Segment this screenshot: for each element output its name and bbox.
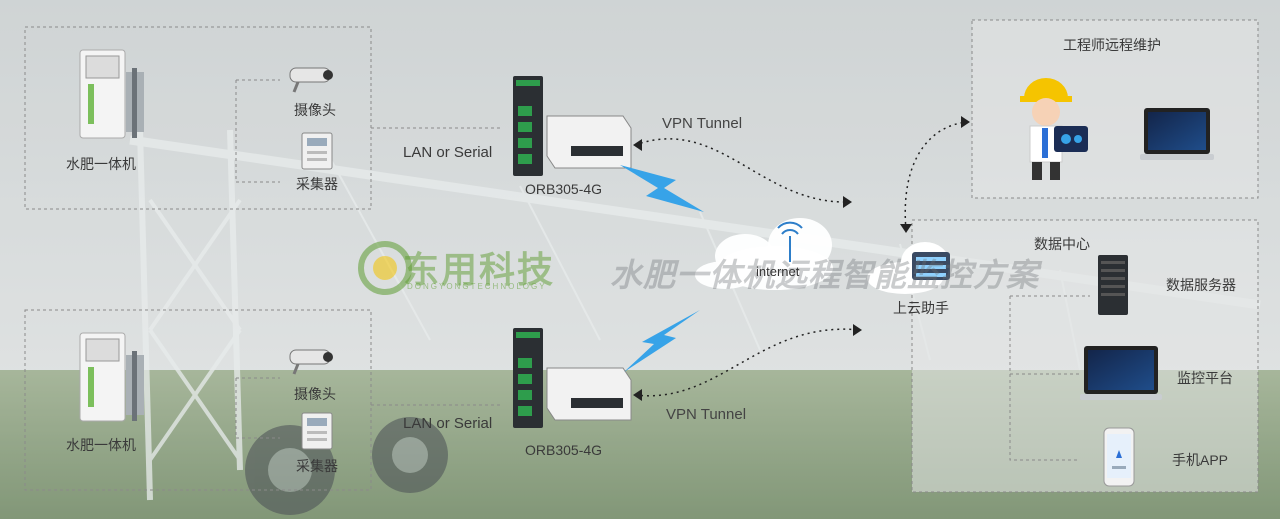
engineer-icon xyxy=(1020,78,1088,180)
camera-icon xyxy=(289,67,333,93)
router-label-top: ORB305-4G xyxy=(525,181,603,197)
camera-label-bottom: 摄像头 xyxy=(294,386,336,402)
fertigation-machine-icon xyxy=(79,49,144,139)
platform-label: 监控平台 xyxy=(1177,370,1233,386)
site-bottom-box xyxy=(24,309,372,491)
laptop-icon xyxy=(1140,108,1214,160)
engineer-box xyxy=(971,19,1259,199)
brand-logo-icon xyxy=(358,241,412,295)
collector-label-top: 采集器 xyxy=(296,176,338,192)
brand-watermark-en: DONGYONGTECHNOLOGY xyxy=(407,282,547,291)
wireless-signal-icon xyxy=(624,310,700,372)
slogan-watermark: 水肥一体机远程智能监控方案 xyxy=(610,257,1040,293)
router-label-bottom: ORB305-4G xyxy=(525,442,603,458)
phone-icon xyxy=(1103,427,1135,487)
collector-icon xyxy=(301,412,333,450)
internet-label: internet xyxy=(756,264,800,279)
server-icon xyxy=(1098,255,1128,315)
tunnel-label-bottom: VPN Tunnel xyxy=(666,406,747,423)
laptop-icon xyxy=(1080,346,1162,400)
app-label: 手机APP xyxy=(1172,452,1229,468)
router-icon xyxy=(513,328,632,428)
collector-icon xyxy=(301,132,333,170)
fertigation-machine-icon xyxy=(79,332,144,422)
machine-label-top: 水肥一体机 xyxy=(66,156,136,172)
datacenter-links xyxy=(1009,295,1090,461)
cloud-service-label: 上云助手 xyxy=(893,300,949,316)
router-icon xyxy=(513,76,632,176)
cloud-icon xyxy=(695,218,833,290)
link-label-top: LAN or Serial xyxy=(403,144,493,161)
antenna-icon xyxy=(777,221,803,262)
wireless-signal-icon xyxy=(620,165,704,212)
machine-label-bottom: 水肥一体机 xyxy=(66,437,136,453)
cloud-service-icon xyxy=(867,242,950,294)
server-label: 数据服务器 xyxy=(1166,277,1236,293)
site-top-links xyxy=(235,79,500,183)
engineer-box-title: 工程师远程维护 xyxy=(1063,37,1161,53)
vpn-tunnel-paths xyxy=(634,121,969,397)
site-bottom-links xyxy=(235,377,500,439)
camera-label-top: 摄像头 xyxy=(294,102,336,118)
tunnel-label-top: VPN Tunnel xyxy=(662,115,743,132)
datacenter-title: 数据中心 xyxy=(1034,236,1090,252)
collector-label-bottom: 采集器 xyxy=(296,458,338,474)
brand-watermark: 东用科技 xyxy=(403,249,556,290)
camera-icon xyxy=(289,349,333,375)
link-label-bottom: LAN or Serial xyxy=(403,415,493,432)
tunnel-arrowheads xyxy=(633,116,970,401)
